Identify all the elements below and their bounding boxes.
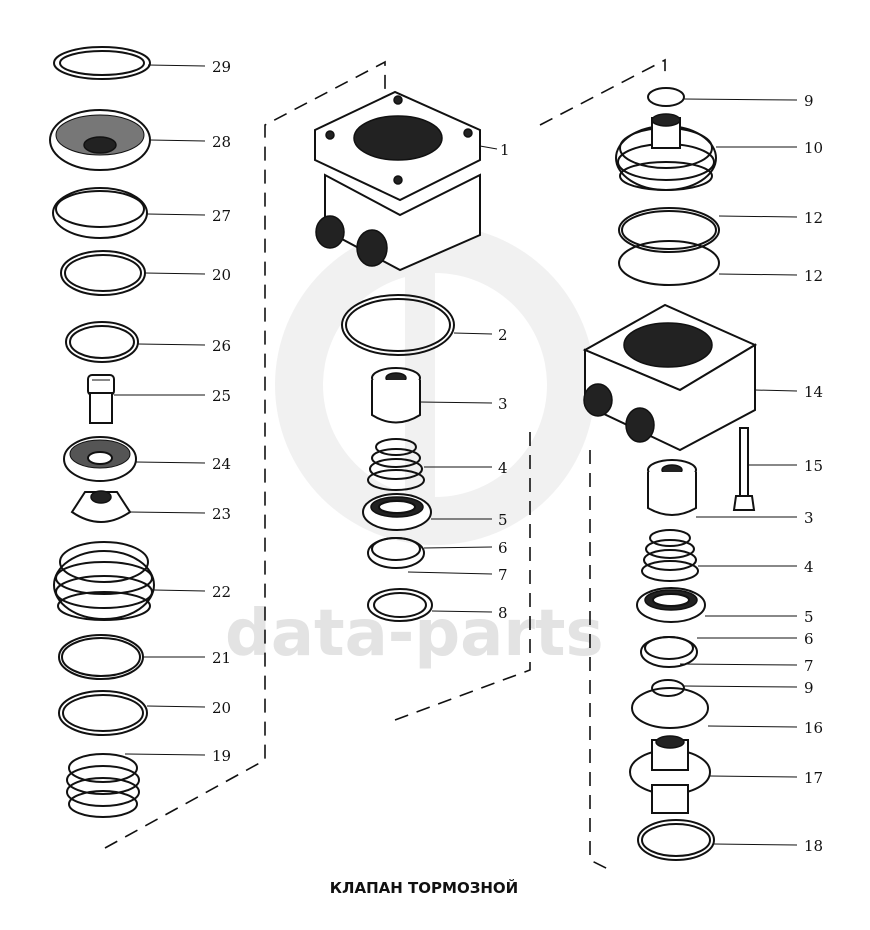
part-14-valve-body xyxy=(582,303,758,452)
callout-20-upper: 20 xyxy=(212,266,231,284)
part-29-snap-ring xyxy=(53,46,151,80)
part-4-spring-right xyxy=(641,529,699,582)
part-5-valve-right xyxy=(636,587,706,623)
part-25-plug xyxy=(87,374,115,424)
callout-5-right: 5 xyxy=(804,608,814,626)
part-1-valve-body xyxy=(314,90,481,272)
callout-23: 23 xyxy=(212,505,231,523)
part-12-o-ring-upper xyxy=(618,207,720,253)
callout-5-center: 5 xyxy=(498,511,508,529)
watermark-logo xyxy=(275,225,595,545)
callout-20-lower: 20 xyxy=(212,699,231,717)
callout-9-upper: 9 xyxy=(804,92,814,110)
part-15-bolt xyxy=(732,427,756,511)
callout-4-center: 4 xyxy=(498,459,508,477)
part-4-spring xyxy=(367,438,425,491)
part-3-valve-seat xyxy=(371,367,421,424)
part-10-piston xyxy=(615,113,717,191)
callout-6-right: 6 xyxy=(804,630,814,648)
part-16-o-ring xyxy=(631,687,709,729)
callout-2: 2 xyxy=(498,326,508,344)
part-8-lock-ring xyxy=(367,588,433,622)
callout-3-center: 3 xyxy=(498,395,508,413)
assembly-guide-right xyxy=(539,58,666,126)
callout-4-right: 4 xyxy=(804,558,814,576)
callout-25: 25 xyxy=(212,387,231,405)
part-2-o-ring xyxy=(341,294,455,356)
callout-24: 24 xyxy=(212,455,231,473)
callout-labels: 29 28 27 20 26 25 24 23 22 21 20 19 1 2 … xyxy=(212,58,823,855)
watermark-text: data-parts xyxy=(225,597,604,671)
leader-lines xyxy=(114,64,798,846)
part-21-o-ring xyxy=(58,634,144,680)
callout-28: 28 xyxy=(212,133,231,151)
callout-18: 18 xyxy=(804,837,823,855)
assembly-guide-right-lower xyxy=(589,450,611,871)
part-12-o-ring-lower xyxy=(618,240,720,286)
callout-7-center: 7 xyxy=(498,566,508,584)
part-6-washer xyxy=(367,537,425,569)
diagram-caption: КЛАПАН ТОРМОЗНОЙ xyxy=(330,878,518,897)
callout-14: 14 xyxy=(804,383,823,401)
part-22-piston-assembly xyxy=(53,541,155,621)
part-27-ring xyxy=(52,187,148,239)
callout-1: 1 xyxy=(500,141,510,159)
callout-17: 17 xyxy=(804,769,823,787)
callout-12-lower: 12 xyxy=(804,267,823,285)
part-9-snap-ring-upper xyxy=(647,87,685,107)
part-24-valve-disc xyxy=(63,436,137,482)
callout-29: 29 xyxy=(212,58,231,76)
callout-10: 10 xyxy=(804,139,823,157)
part-26-snap-ring xyxy=(65,321,139,363)
part-5-valve xyxy=(362,493,432,531)
callout-8: 8 xyxy=(498,604,508,622)
assembly-guide-left xyxy=(104,60,386,849)
part-20-snap-ring-lower xyxy=(58,690,148,736)
callout-6-center: 6 xyxy=(498,539,508,557)
part-23-piston xyxy=(70,490,132,523)
callout-7-right: 7 xyxy=(804,657,814,675)
callout-19: 19 xyxy=(212,747,231,765)
callout-22: 22 xyxy=(212,583,231,601)
part-17-valve-guide xyxy=(629,735,711,814)
part-28-diaphragm xyxy=(49,109,151,171)
callout-15: 15 xyxy=(804,457,823,475)
callout-27: 27 xyxy=(212,207,231,225)
assembly-guide-center xyxy=(394,430,531,721)
part-20-snap-ring-upper xyxy=(60,250,146,296)
callout-16: 16 xyxy=(804,719,823,737)
callout-12-upper: 12 xyxy=(804,209,823,227)
part-3-valve-seat-right xyxy=(647,459,697,516)
callout-21: 21 xyxy=(212,649,231,667)
callout-26: 26 xyxy=(212,337,231,355)
callout-3-right: 3 xyxy=(804,509,814,527)
part-6-washer-right xyxy=(640,636,698,668)
part-19-spring xyxy=(66,753,140,818)
part-9-snap-ring-lower xyxy=(651,679,685,697)
callout-9-lower: 9 xyxy=(804,679,814,697)
part-18-snap-ring xyxy=(637,819,715,861)
